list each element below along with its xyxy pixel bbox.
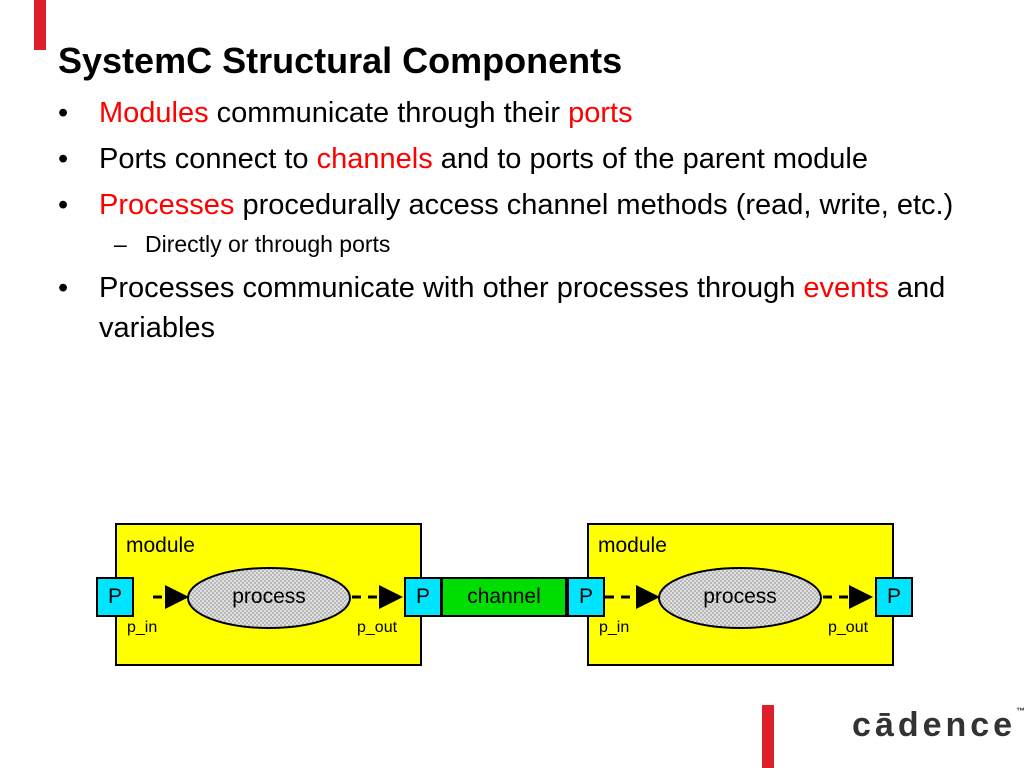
port-label-p-in-right: p_in — [599, 619, 630, 636]
process-label-left: process — [232, 585, 306, 608]
process-label-right: process — [703, 585, 777, 608]
bullet-item: • Modules communicate through their port… — [58, 93, 958, 133]
bullet-term: Processes — [99, 189, 235, 221]
port-label-p-out-left: p_out — [357, 619, 398, 636]
port-left-in: P — [96, 577, 134, 617]
bullet-text: Ports connect to — [99, 143, 317, 175]
module-label-left: module — [126, 534, 195, 557]
cadence-logo: cādence™ — [852, 706, 1024, 745]
accent-bar-bottom — [762, 705, 774, 768]
port-left-out: P — [404, 577, 442, 617]
bullet-text: communicate through their — [208, 97, 569, 129]
port-label-p-in-left: p_in — [127, 619, 158, 636]
bullet-text: and variables — [99, 272, 946, 344]
bullet-dot-icon: • — [58, 272, 69, 304]
bullet-term: Modules — [99, 97, 209, 129]
bullet-text: Processes communicate with other process… — [99, 272, 804, 304]
bullet-item: • Processes procedurally access channel … — [58, 185, 958, 225]
bullet-term: channels — [316, 143, 433, 175]
trademark-mark: ™ — [1016, 706, 1024, 716]
bullet-term: events — [803, 272, 889, 304]
bullet-list: • Modules communicate through their port… — [58, 93, 958, 354]
slide-title: SystemC Structural Components — [58, 40, 623, 81]
bullet-dot-icon: • — [58, 97, 69, 129]
bullet-dot-icon: • — [58, 189, 69, 221]
process-ellipse-left — [187, 567, 351, 629]
bullet-item: • Processes communicate with other proce… — [58, 268, 958, 348]
channel-box: channel — [441, 577, 567, 617]
bullet-item: • Ports connect to channels and to ports… — [58, 139, 958, 179]
bullet-text: and to ports of the parent module — [432, 143, 869, 175]
process-ellipse-right — [658, 567, 822, 629]
sub-bullet-text: Directly or through ports — [145, 231, 391, 257]
logo-text: cādence — [852, 706, 1017, 744]
port-right-out: P — [875, 577, 913, 617]
bullet-text: procedurally access channel methods (rea… — [234, 189, 954, 221]
port-label-p-out-right: p_out — [828, 619, 869, 636]
port-right-in: P — [567, 577, 605, 617]
bullet-dot-icon: • — [58, 143, 69, 175]
module-label-right: module — [598, 534, 667, 557]
accent-bar-top — [34, 0, 46, 50]
dash-icon: – — [114, 231, 127, 257]
sub-bullet-item: – Directly or through ports — [58, 229, 958, 259]
bullet-term: ports — [568, 97, 633, 129]
